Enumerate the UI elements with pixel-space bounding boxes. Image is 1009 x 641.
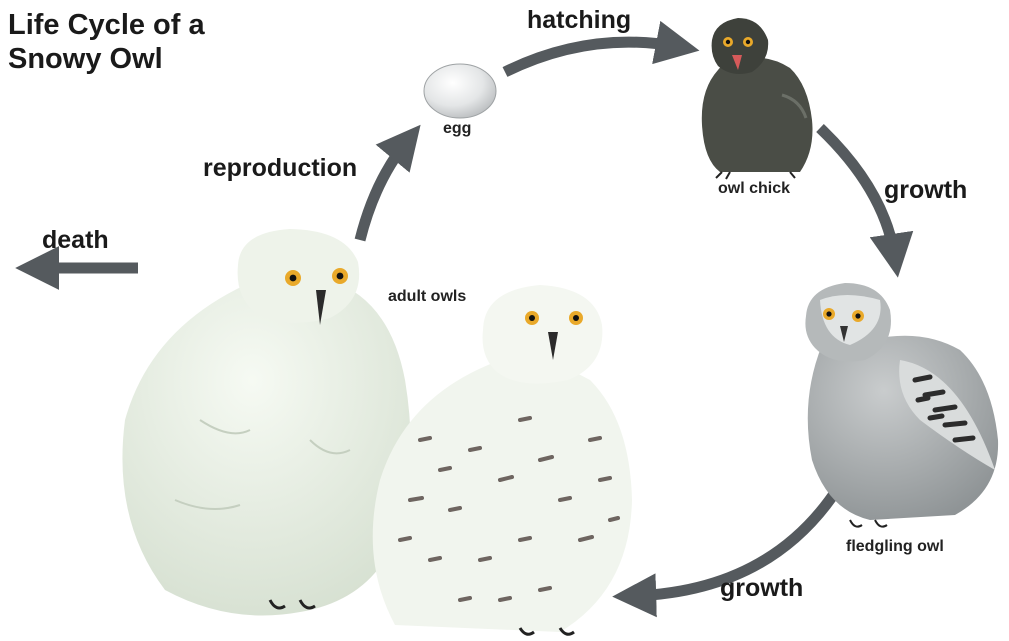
fledgling-owl-label: fledgling owl [846, 538, 944, 556]
hatching-arrow [505, 42, 680, 72]
egg-label: egg [443, 120, 471, 138]
growth-label-upper: growth [884, 176, 967, 205]
adult-owl-left-illustration [122, 229, 410, 616]
growth-label-lower: growth [720, 574, 803, 603]
title-line-1: Life Cycle of a [8, 8, 205, 42]
fledgling-owl-illustration [805, 283, 998, 527]
owl-chick-label: owl chick [718, 180, 790, 198]
egg-illustration [424, 64, 496, 118]
adult-owl-right-illustration [373, 285, 632, 634]
title-line-2: Snowy Owl [8, 42, 205, 76]
hatching-label: hatching [527, 6, 631, 35]
reproduction-label: reproduction [203, 154, 357, 183]
adult-owls-label: adult owls [388, 288, 466, 306]
death-label: death [42, 226, 109, 255]
reproduction-arrow [360, 140, 408, 240]
diagram-title: Life Cycle of a Snowy Owl [8, 8, 205, 76]
owl-chick-illustration [702, 18, 813, 179]
